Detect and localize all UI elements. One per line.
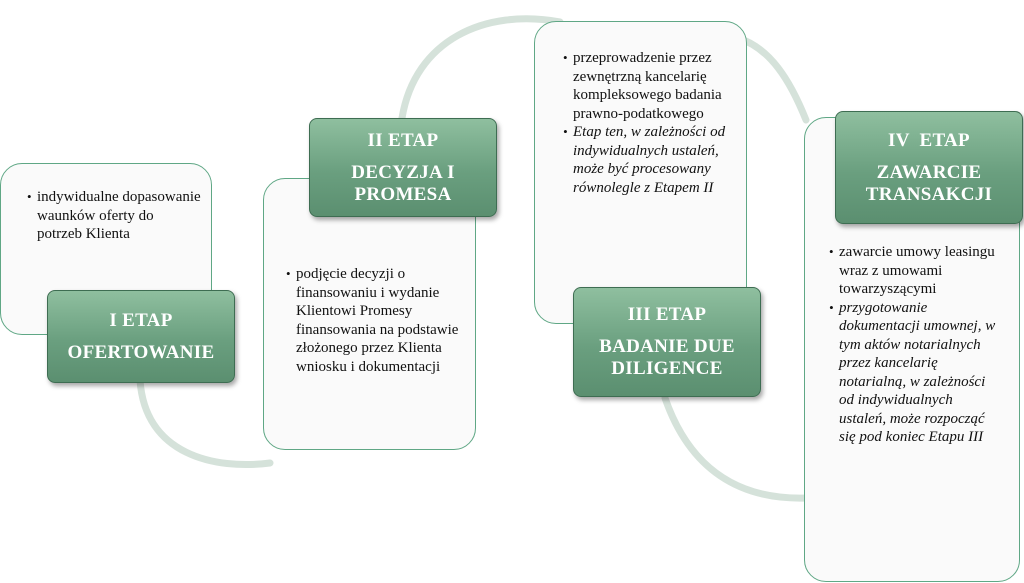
stage-1-header: I ETAP OFERTOWANIE bbox=[47, 290, 235, 383]
connector-arc-2 bbox=[398, 15, 564, 122]
connector-arc-1 bbox=[136, 376, 274, 469]
stage-2-card: podjęcie decyzji o finansowaniu i wydani… bbox=[263, 178, 476, 450]
stage-1-title: I ETAP bbox=[109, 309, 173, 331]
stage-4-list: zawarcie umowy leasingu wraz z umowami t… bbox=[829, 243, 1001, 447]
stage-2-subtitle-line-1: DECYZJA I bbox=[351, 161, 455, 183]
stage-4-item-1: zawarcie umowy leasingu wraz z umowami t… bbox=[829, 243, 1001, 299]
stage-1-list: indywidualne dopasowanie waunków oferty … bbox=[27, 188, 201, 244]
stage-2-subtitle-line-2: PROMESA bbox=[354, 183, 452, 205]
stage-4-header: IV ETAP ZAWARCIE TRANSAKCJI bbox=[835, 111, 1023, 224]
stage-2-list: podjęcie decyzji o finansowaniu i wydani… bbox=[286, 265, 467, 376]
stage-1-item-1: indywidualne dopasowanie waunków oferty … bbox=[27, 188, 201, 244]
stage-4-subtitle-line-1: ZAWARCIE bbox=[876, 161, 982, 183]
stage-4-item-2: przygotowanie dokumentacji umownej, w ty… bbox=[829, 299, 1001, 447]
stage-3-item-1: przeprowadzenie przez zewnętrzną kancela… bbox=[563, 49, 738, 123]
stage-4-title: IV ETAP bbox=[888, 129, 970, 151]
connector-arc-4 bbox=[734, 34, 810, 124]
stage-3-subtitle-line-2: DILIGENCE bbox=[611, 358, 723, 379]
stage-2-title: II ETAP bbox=[367, 129, 439, 151]
stage-3-list: przeprowadzenie przez zewnętrzną kancela… bbox=[563, 49, 738, 197]
stage-3-title: III ETAP bbox=[627, 304, 707, 325]
stage-1-subtitle-line-1: OFERTOWANIE bbox=[67, 341, 215, 363]
stage-3-card: przeprowadzenie przez zewnętrzną kancela… bbox=[534, 21, 747, 324]
stage-3-header: III ETAP BADANIE DUE DILIGENCE bbox=[573, 287, 761, 397]
stage-3-item-2: Etap ten, w zależności od indywidualnych… bbox=[563, 123, 738, 197]
stage-4-subtitle-line-2: TRANSAKCJI bbox=[865, 183, 993, 205]
stage-2-item-1: podjęcie decyzji o finansowaniu i wydani… bbox=[286, 265, 467, 376]
connector-arc-3 bbox=[661, 394, 810, 502]
stage-1-card: indywidualne dopasowanie waunków oferty … bbox=[0, 163, 212, 335]
stage-3-subtitle-line-1: BADANIE DUE bbox=[599, 336, 735, 357]
stage-2-header: II ETAP DECYZJA I PROMESA bbox=[309, 118, 497, 217]
